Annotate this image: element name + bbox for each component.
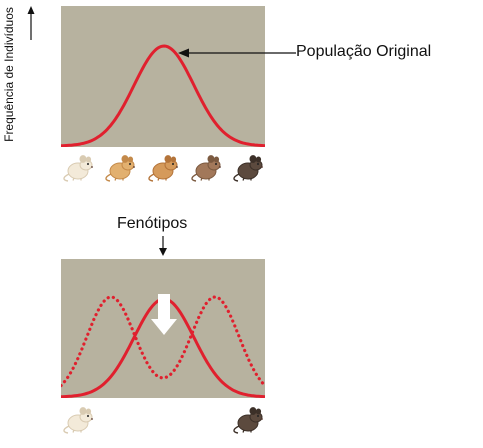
mouse-icon-dark [188,152,224,182]
mouse-icon-darkest [230,152,266,182]
original-population-chart [61,6,265,147]
mouse-icon-light [102,152,138,182]
original-population-panel [61,6,265,147]
phenotypes-label: Fenótipos [117,215,187,233]
original-population-curve [61,46,265,146]
phenotypes-arrow-icon [158,236,168,256]
selection-chart [61,259,265,398]
callout-arrow-icon [178,46,298,60]
mouse-icon-medium [145,152,181,182]
mouse-icon-lightest-bottom [60,404,96,434]
mouse-icon-darkest-bottom [230,404,266,434]
original-population-label: População Original [296,43,431,61]
y-axis-label: Frequência de Indivíduos [2,2,46,147]
mouse-icon-lightest [60,152,96,182]
selection-panel [61,259,265,398]
selection-pressure-arrow-icon [151,294,177,335]
